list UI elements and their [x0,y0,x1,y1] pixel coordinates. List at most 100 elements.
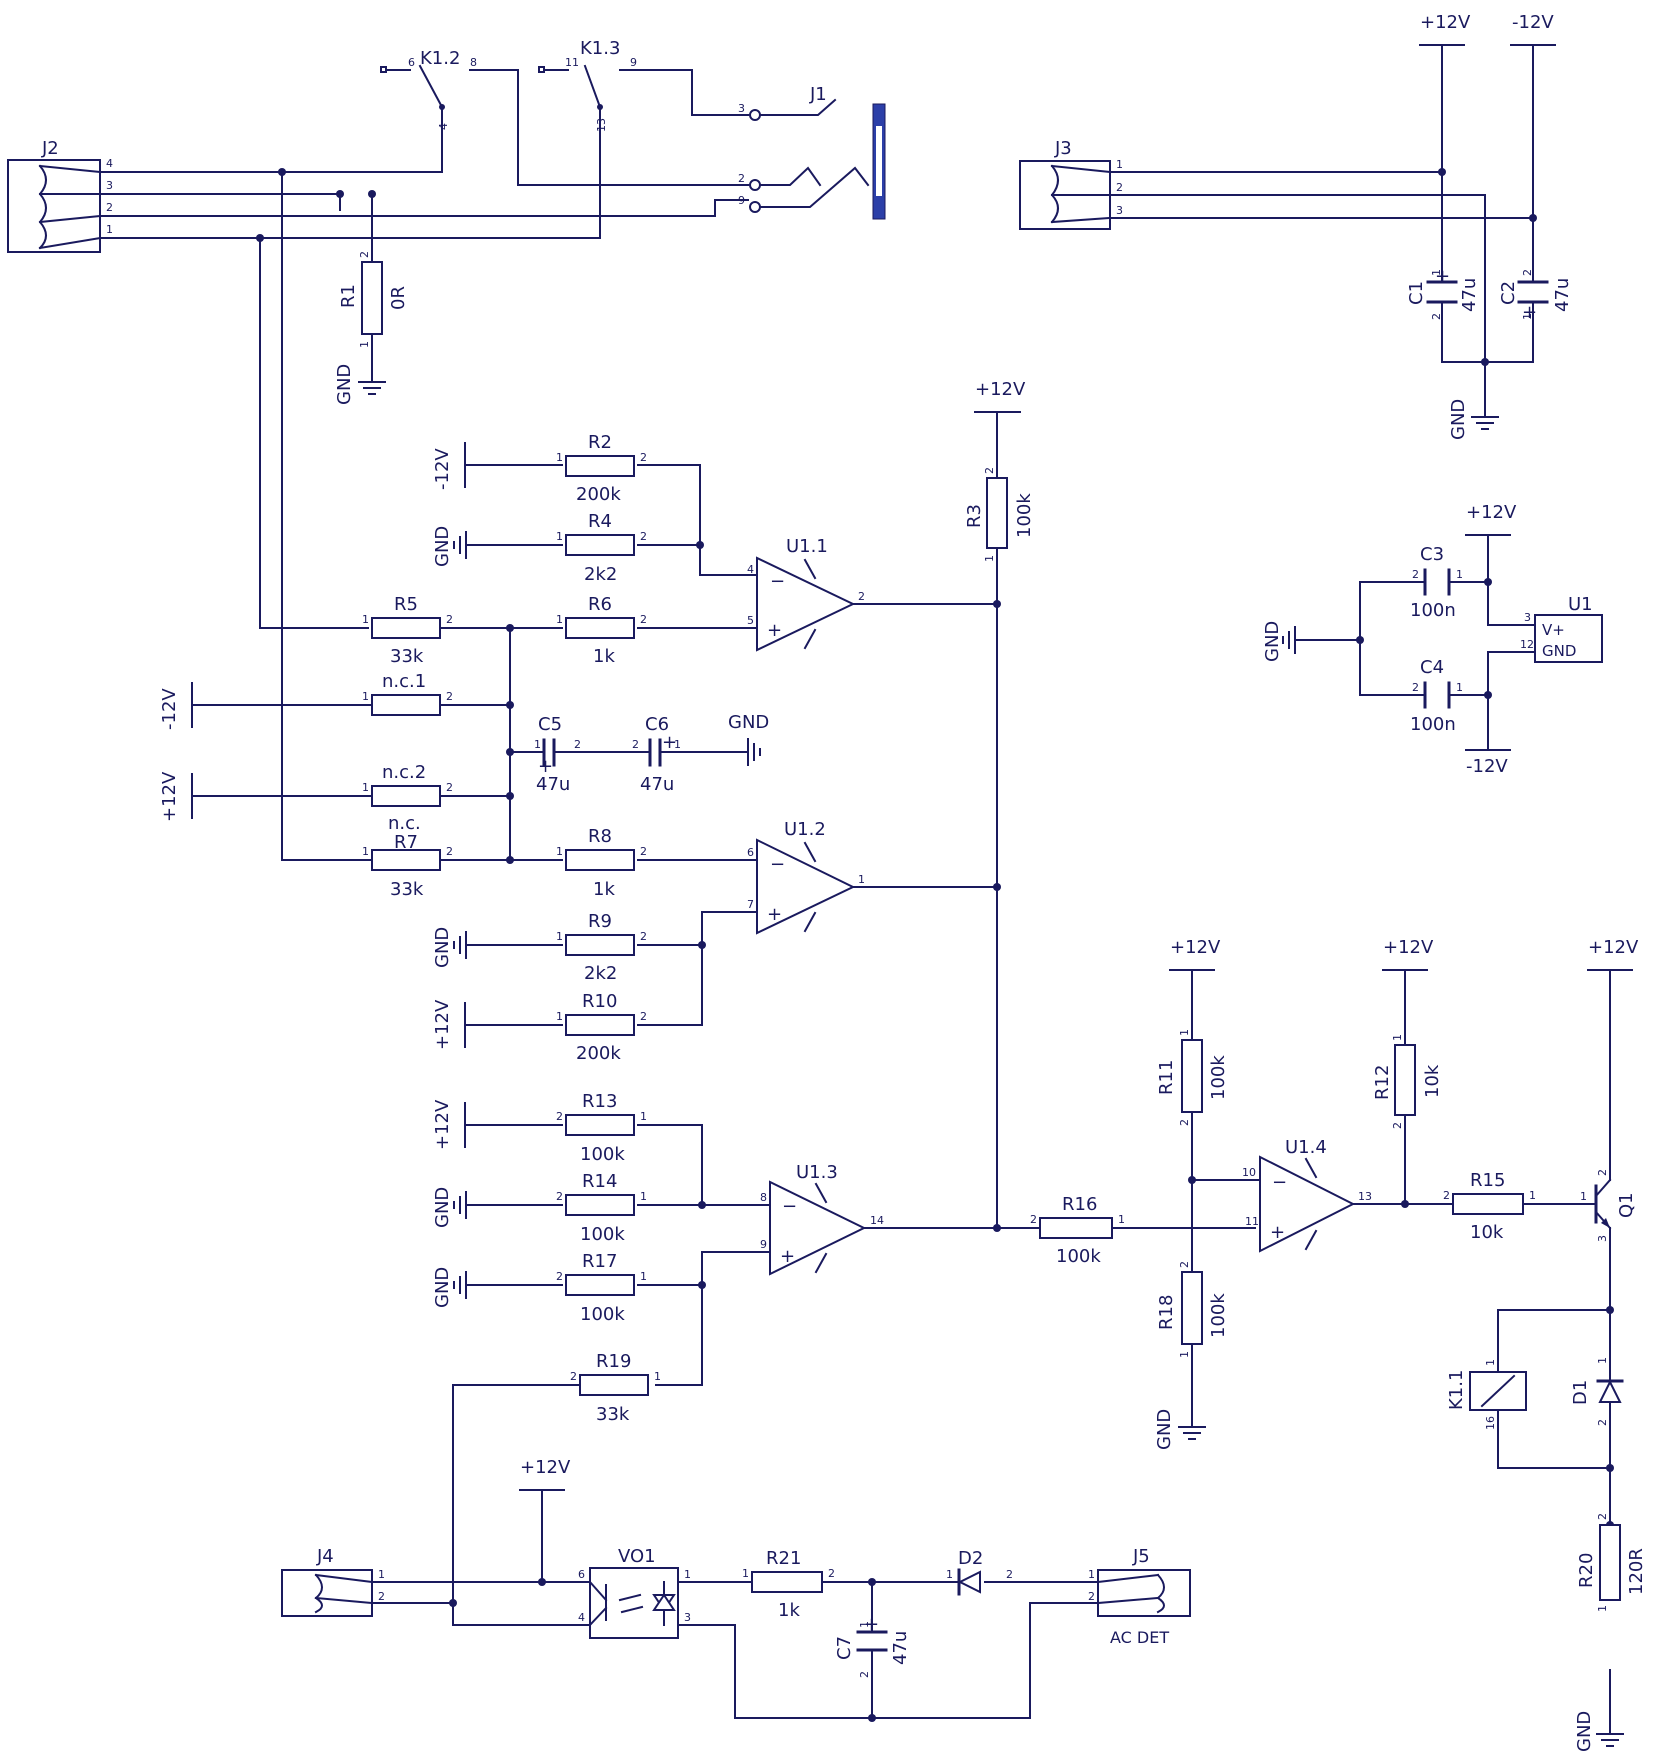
svg-text:2: 2 [1178,1119,1191,1126]
j4-label: J4 [316,1546,334,1567]
svg-text:R20: R20 [1576,1553,1597,1588]
svg-text:2: 2 [446,781,453,794]
svg-text:1: 1 [1521,313,1534,320]
resistor-r1: R1 0R 2 1 [338,251,409,348]
svg-text:2: 2 [640,451,647,464]
rail-label-c3-p12: +12V [1466,502,1517,523]
svg-text:1: 1 [362,690,369,703]
capacitor-c1: + C1 47u 1 2 [1406,266,1480,320]
svg-text:1: 1 [362,781,369,794]
svg-text:VO1: VO1 [618,1546,656,1567]
svg-text:GND: GND [432,526,453,567]
svg-text:C5: C5 [538,714,562,735]
svg-text:GND: GND [432,1187,453,1228]
svg-text:GND: GND [1154,1409,1175,1450]
svg-text:2k2: 2k2 [584,963,617,984]
svg-text:2: 2 [828,1567,835,1580]
rail-label-c4-m12: -12V [1466,756,1508,777]
svg-text:1: 1 [1178,1351,1191,1358]
svg-text:C4: C4 [1420,657,1444,678]
svg-text:7: 7 [747,898,754,911]
svg-text:6: 6 [578,1568,585,1581]
svg-text:2: 2 [570,1370,577,1383]
connector-j3: J3 1 2 3 [1019,138,1123,230]
svg-text:2: 2 [378,1590,385,1603]
svg-text:10k: 10k [1422,1064,1443,1098]
svg-text:R12: R12 [1372,1065,1393,1100]
svg-text:1: 1 [684,1568,691,1581]
svg-text:2: 2 [983,467,996,474]
svg-text:R19: R19 [596,1351,631,1372]
svg-text:1: 1 [362,845,369,858]
svg-text:GND: GND [1542,642,1576,660]
resistor-r8: R8 1k 1 2 [556,826,647,900]
svg-text:K1.3: K1.3 [580,38,620,59]
rail-label-nc2-p12: +12V [159,771,180,822]
svg-text:100n: 100n [1410,600,1456,621]
svg-text:1: 1 [358,341,371,348]
svg-text:C2: C2 [1498,281,1519,305]
capacitor-c5: C5 47u + 1 2 [534,714,581,795]
capacitor-c3: C3 100n 2 1 [1410,544,1463,621]
svg-text:2: 2 [1412,568,1419,581]
opamp-u11: − + U1.1 4 5 2 [747,536,865,652]
rail-label-r12-p12: +12V [1383,937,1434,958]
rail-label-r2-m12: -12V [432,448,453,490]
svg-text:GND: GND [1574,1711,1595,1752]
svg-text:2: 2 [640,530,647,543]
svg-text:0R: 0R [388,286,409,310]
svg-text:1: 1 [1178,1029,1191,1036]
svg-text:8: 8 [470,56,477,69]
svg-text:1k: 1k [778,1600,800,1621]
svg-text:+: + [767,620,782,641]
transistor-q1: Q1 1 2 3 [1580,1169,1637,1242]
svg-text:2: 2 [640,930,647,943]
svg-text:D1: D1 [1570,1380,1591,1405]
capacitor-c2: + C2 47u 2 1 [1498,269,1573,323]
svg-text:8: 8 [760,1191,767,1204]
svg-text:1: 1 [858,873,865,886]
svg-text:K1.1: K1.1 [1446,1370,1467,1410]
svg-text:1: 1 [640,1270,647,1283]
svg-text:1: 1 [556,530,563,543]
resistor-r18: R18 100k 2 1 [1156,1261,1229,1358]
resistor-r5: R5 33k 1 2 [362,594,453,667]
svg-text:4: 4 [747,563,754,576]
svg-text:2: 2 [1006,1568,1013,1581]
svg-text:11: 11 [1245,1215,1259,1228]
svg-text:K1.2: K1.2 [420,48,460,69]
svg-text:1: 1 [858,1621,871,1628]
svg-text:6: 6 [408,56,415,69]
svg-text:GND: GND [1262,621,1283,662]
svg-text:1: 1 [556,613,563,626]
svg-text:200k: 200k [576,484,621,505]
svg-text:1: 1 [556,451,563,464]
svg-text:120R: 120R [1626,1548,1647,1595]
rail-label-r13-p12: +12V [432,1099,453,1150]
svg-text:+: + [1270,1222,1285,1243]
svg-text:+: + [1522,302,1537,323]
junction-dots [256,168,1614,1722]
svg-text:R8: R8 [588,826,612,847]
svg-text:D2: D2 [958,1548,983,1569]
opamp-u14: − + U1.4 10 11 13 [1242,1137,1372,1253]
gnd-r14: GND [432,1187,479,1228]
resistor-r12: R12 10k 1 2 [1372,1034,1443,1129]
capacitor-c4: C4 100n 2 1 [1410,657,1463,735]
gnd-r1: GND [334,364,386,405]
svg-text:47u: 47u [640,774,674,795]
svg-text:100k: 100k [580,1144,625,1165]
relay-coil-k11: K1.1 1 16 [1446,1359,1527,1430]
svg-text:1: 1 [1596,1357,1609,1364]
svg-text:2: 2 [1391,1122,1404,1129]
svg-text:4: 4 [437,123,450,130]
svg-text:1: 1 [1456,681,1463,694]
j2-label: J2 [41,138,59,159]
svg-text:n.c.: n.c. [388,813,421,834]
svg-text:2: 2 [1596,1169,1609,1176]
gnd-c6: GND [728,712,769,766]
svg-text:2: 2 [858,590,865,603]
svg-text:U1: U1 [1568,594,1593,615]
svg-text:1: 1 [556,1010,563,1023]
